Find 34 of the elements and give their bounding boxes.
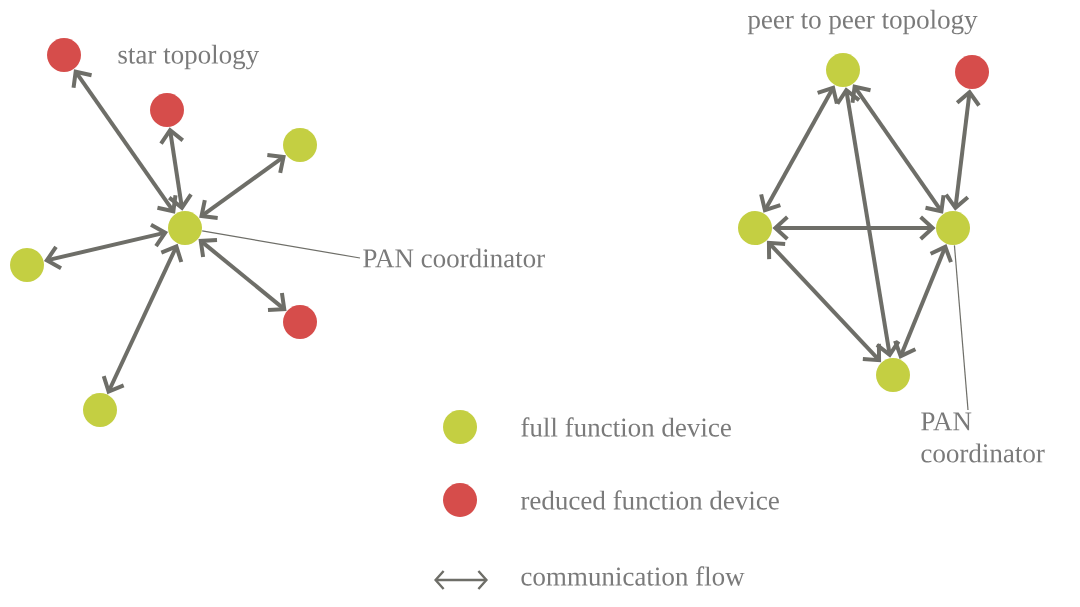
legend-label: reduced function device bbox=[520, 490, 779, 510]
arrow bbox=[198, 237, 287, 313]
device-dot bbox=[876, 358, 910, 392]
arrow bbox=[835, 87, 901, 358]
arrow bbox=[71, 69, 178, 214]
device-dot bbox=[936, 211, 970, 245]
arrow bbox=[101, 243, 184, 395]
arrow bbox=[944, 89, 981, 211]
arrow bbox=[850, 84, 946, 214]
device-dot bbox=[955, 55, 989, 89]
arrow bbox=[159, 127, 193, 211]
leader-line bbox=[201, 230, 361, 259]
device-dot bbox=[738, 211, 772, 245]
device-dot bbox=[283, 128, 317, 162]
arrow bbox=[43, 222, 169, 271]
device-dot bbox=[150, 93, 184, 127]
arrow bbox=[893, 244, 953, 359]
device-dot bbox=[47, 38, 81, 72]
leader-line bbox=[953, 244, 969, 411]
device-dot bbox=[283, 305, 317, 339]
device-dot bbox=[826, 53, 860, 87]
device-dot bbox=[83, 393, 117, 427]
arrow bbox=[766, 240, 882, 363]
arrow bbox=[199, 153, 286, 220]
arrow bbox=[759, 85, 839, 213]
section-title: star topology bbox=[118, 44, 260, 70]
section-title: peer to peer topology bbox=[747, 9, 978, 35]
callout-text: PAN coordinator bbox=[921, 412, 1045, 463]
arrow bbox=[772, 215, 936, 241]
device-dot bbox=[10, 248, 44, 282]
callout-text: PAN coordinator bbox=[363, 248, 545, 268]
legend-label: communication flow bbox=[521, 566, 745, 586]
legend-label: full function device bbox=[521, 417, 731, 437]
device-dot bbox=[168, 211, 202, 245]
